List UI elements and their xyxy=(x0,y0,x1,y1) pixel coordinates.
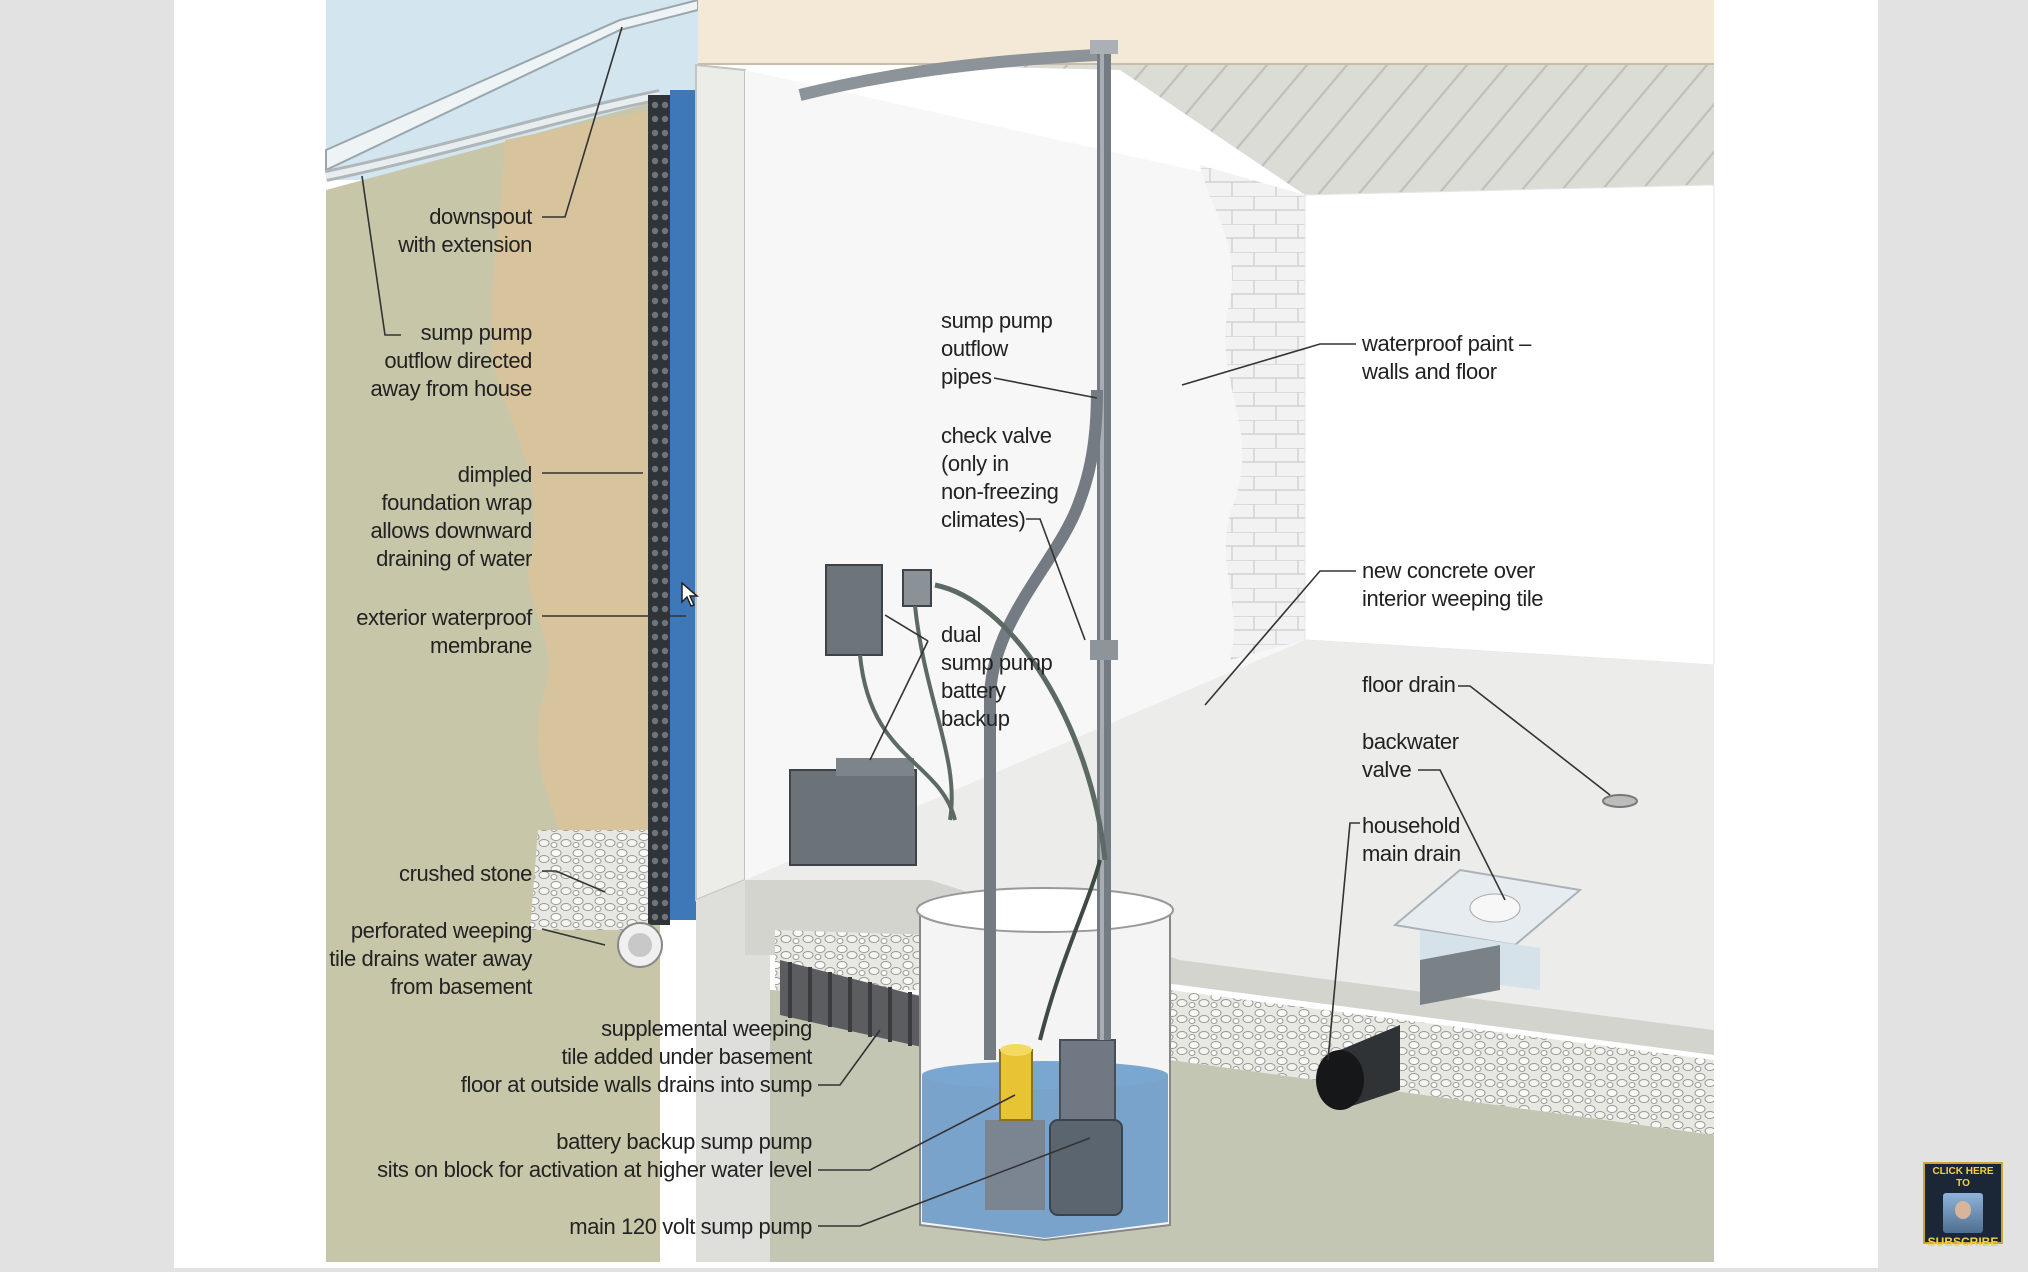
subscribe-button[interactable]: CLICK HERE TO SUBSCRIBE xyxy=(1923,1162,2003,1249)
household-main-drain xyxy=(1316,945,1500,1110)
label-floor-drain: floor drain xyxy=(1362,672,1456,697)
label-downspout: downspout with extension xyxy=(398,204,532,257)
label-dimpled-wrap: dimpled foundation wrap allows downward … xyxy=(370,462,532,571)
battery-backup-pump xyxy=(985,1044,1045,1210)
battery-backup-unit xyxy=(789,564,1108,1041)
dimpled-wrap-strip xyxy=(648,95,670,925)
foundation-wall xyxy=(695,63,746,902)
label-crushed-stone: crushed stone xyxy=(399,861,532,886)
label-main-pump: main 120 volt sump pump xyxy=(569,1214,812,1239)
subscribe-bottom-text: SUBSCRIBE xyxy=(1927,1235,1999,1249)
outflow-pipes xyxy=(798,40,1118,1060)
subscribe-top-text: CLICK HERE TO xyxy=(1932,1166,1994,1189)
waterproof-membrane xyxy=(670,90,696,920)
floor-drain xyxy=(1602,794,1638,808)
label-new-concrete: new concrete over interior weeping tile xyxy=(1362,558,1544,611)
label-supplemental-tile: supplemental weeping tile added under ba… xyxy=(460,1016,813,1097)
label-check-valve: check valve (only in non-freezing climat… xyxy=(941,423,1059,532)
brick-reveal xyxy=(1200,165,1305,660)
label-waterproof-paint: waterproof paint – walls and floor xyxy=(1362,331,1531,384)
perforated-tile xyxy=(617,922,663,968)
label-dual-backup: dual sump pump battery backup xyxy=(941,622,1053,731)
label-perforated-tile: perforated weeping tile drains water awa… xyxy=(329,918,532,999)
label-household-drain: household main drain xyxy=(1362,813,1461,866)
foundation-wrap xyxy=(491,110,650,830)
label-outflow-away: sump pump outflow directed away from hou… xyxy=(370,320,532,401)
mouse-cursor-icon xyxy=(681,582,699,607)
gravel-base xyxy=(1170,990,1714,1135)
crushed-stone xyxy=(530,830,650,930)
label-backwater-valve: backwater valve xyxy=(1362,729,1459,782)
leader-lines xyxy=(361,26,1611,1227)
label-membrane: exterior waterproof membrane xyxy=(356,605,532,658)
main-sump-pump xyxy=(1049,1039,1123,1216)
label-battery-pump: battery backup sump pump sits on block f… xyxy=(377,1129,812,1182)
label-outflow-pipes: sump pump outflow pipes xyxy=(941,308,1053,389)
basement-back-wall xyxy=(745,70,1305,880)
channel-avatar-icon xyxy=(1943,1193,1983,1233)
